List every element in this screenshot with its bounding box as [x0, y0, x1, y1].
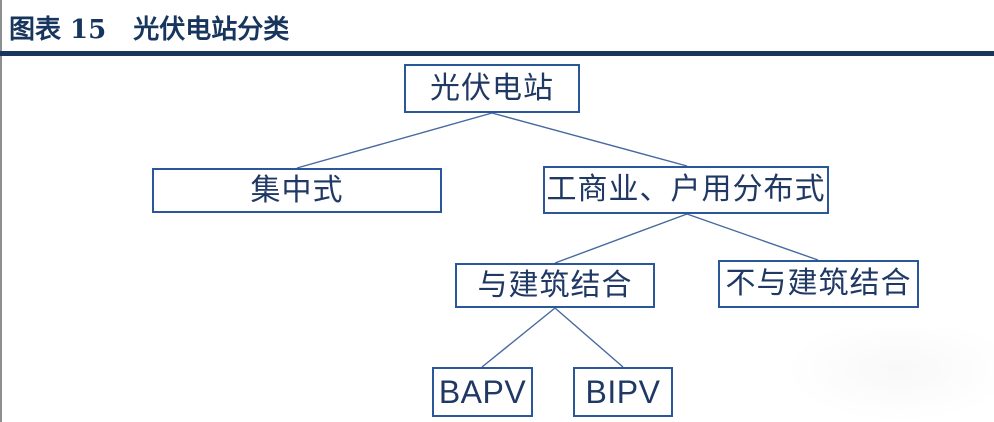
page-edge-line — [0, 0, 2, 422]
tree-node-distributed: 工商业、户用分布式 — [543, 166, 829, 214]
edge-root-centralized — [296, 112, 493, 169]
tree-node-without-building: 不与建筑结合 — [718, 260, 919, 308]
tree-node-bapv: BAPV — [432, 367, 533, 417]
tree-node-root-label: 光伏电站 — [430, 71, 554, 105]
edge-with-building-bapv — [481, 307, 556, 368]
edge-distributed-with-building — [554, 213, 688, 264]
tree-node-bapv-label: BAPV — [438, 374, 527, 410]
tree-node-distributed-label: 工商业、户用分布式 — [546, 173, 826, 206]
tree-node-without-building-label: 不与建筑结合 — [725, 267, 912, 300]
tree-node-root: 光伏电站 — [404, 64, 580, 113]
tree-node-centralized: 集中式 — [152, 168, 442, 213]
edge-distributed-without-building — [686, 213, 819, 261]
header-rule — [0, 51, 994, 56]
figure-header: 图表 15 光伏电站分类 — [9, 14, 289, 46]
tree-node-bipv-label: BIPV — [585, 374, 661, 410]
tree-node-centralized-label: 集中式 — [250, 173, 344, 207]
tree-node-with-building-label: 与建筑结合 — [477, 268, 633, 302]
tree-node-with-building: 与建筑结合 — [455, 263, 655, 308]
figure-title: 光伏电站分类 — [133, 15, 290, 45]
edge-root-distributed — [491, 112, 688, 167]
figure-label: 图表 15 — [9, 15, 107, 45]
edge-with-building-bipv — [554, 307, 624, 368]
tree-node-bipv: BIPV — [573, 367, 673, 417]
